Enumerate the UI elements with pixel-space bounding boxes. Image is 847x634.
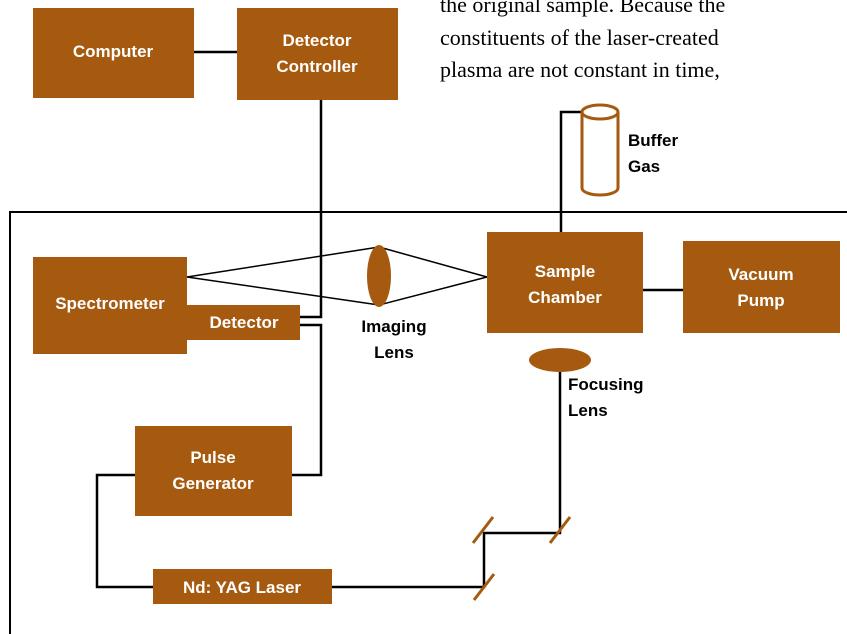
text-excerpt: the original sample. Because the constit…	[440, 0, 725, 82]
connection-lines	[95, 50, 683, 589]
imaging-lens-shape	[367, 245, 391, 307]
detector-box: Detector	[187, 305, 300, 340]
vacuum-pump-box: Vacuum Pump	[683, 241, 840, 333]
enclosure-outline	[9, 211, 847, 634]
pulse-generator-label-1: Pulse	[190, 448, 235, 467]
computer-label: Computer	[73, 42, 154, 61]
laser-label: Nd: YAG Laser	[183, 578, 301, 597]
text-line-2: constituents of the laser-created	[440, 25, 719, 50]
pulse-generator-label-2: Generator	[172, 474, 254, 493]
sample-chamber-label-1: Sample	[535, 262, 595, 281]
mirror-3	[472, 573, 496, 601]
detector-label: Detector	[210, 313, 279, 332]
mirrors	[471, 516, 572, 601]
buffer-gas-line	[559, 110, 582, 232]
spectrometer-label: Spectrometer	[55, 294, 165, 313]
mirror-1	[471, 516, 495, 544]
computer-box: Computer	[33, 8, 194, 98]
laser-beam-path	[332, 372, 562, 589]
vacuum-pump-label-1: Vacuum	[728, 265, 793, 284]
focusing-lens-label-2: Lens	[568, 401, 608, 420]
imaging-lens-label-1: Imaging	[361, 317, 426, 336]
text-line-3: plasma are not constant in time,	[440, 57, 720, 82]
focusing-lens-shape	[529, 348, 591, 372]
buffer-gas-cylinder	[580, 103, 620, 197]
mirror-2	[548, 516, 572, 544]
spectrometer-box: Spectrometer	[33, 257, 187, 354]
buffer-gas-label-1: Buffer	[628, 131, 678, 150]
pulse-generator-box: Pulse Generator	[135, 426, 292, 516]
detector-controller-box: Detector Controller	[237, 8, 398, 100]
focusing-lens-label-1: Focusing	[568, 375, 644, 394]
sample-chamber-label-2: Chamber	[528, 288, 602, 307]
buffer-gas-label-2: Gas	[628, 157, 660, 176]
detector-controller-label-2: Controller	[276, 57, 358, 76]
controller-to-detector-line	[300, 100, 323, 319]
detector-to-pulse-generator-line	[292, 323, 323, 477]
laser-box: Nd: YAG Laser	[153, 569, 332, 604]
text-line-1: the original sample. Because the	[440, 0, 725, 17]
detector-controller-label-1: Detector	[283, 31, 352, 50]
imaging-light-path	[186, 246, 488, 306]
pulse-generator-to-laser-line	[95, 473, 153, 589]
sample-chamber-box: Sample Chamber	[487, 232, 643, 333]
vacuum-pump-label-2: Pump	[737, 291, 784, 310]
imaging-lens-label-2: Lens	[374, 343, 414, 362]
